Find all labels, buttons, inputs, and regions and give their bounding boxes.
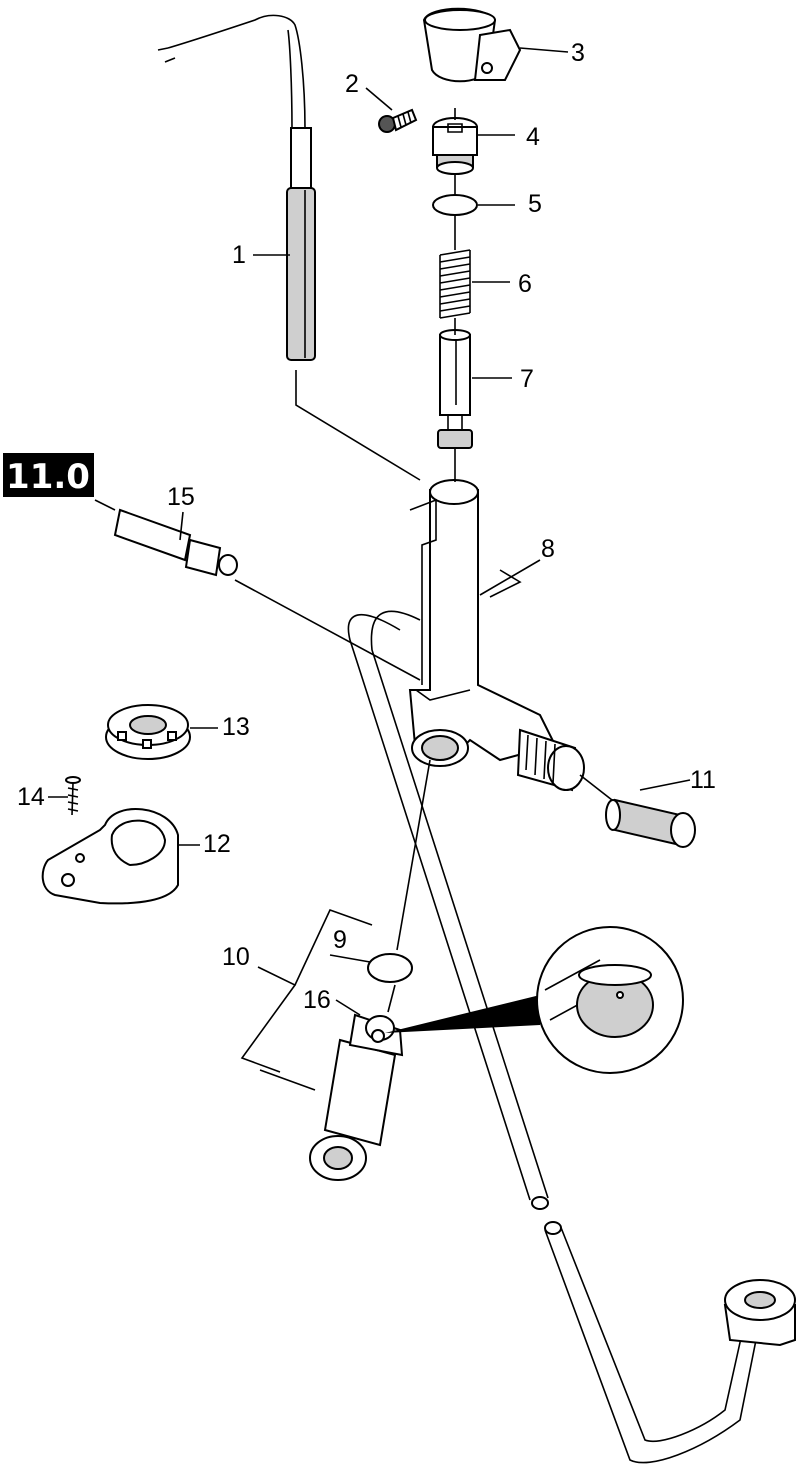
callout-7: 7 xyxy=(520,365,534,393)
part-11-filter xyxy=(605,798,696,848)
callout-2: 2 xyxy=(345,70,359,98)
callout-15: 15 xyxy=(167,483,195,511)
callout-9: 9 xyxy=(333,926,347,954)
callout-4: 4 xyxy=(526,123,540,151)
part-6-spring xyxy=(439,249,471,319)
callout-13: 13 xyxy=(222,713,250,741)
callout-3: 3 xyxy=(571,39,585,67)
section-badge: 11.0 xyxy=(3,453,94,497)
part-14-screw xyxy=(65,776,81,816)
callout-16: 16 xyxy=(303,986,331,1014)
detail-magnifier xyxy=(385,926,684,1074)
callout-11: 11 xyxy=(690,766,716,794)
callout-12: 12 xyxy=(203,830,231,858)
part-3-clamp xyxy=(422,7,522,83)
part-2-screw xyxy=(378,108,418,133)
callout-6: 6 xyxy=(518,270,532,298)
long-hose xyxy=(347,610,761,1464)
part-15-sensor-connector xyxy=(113,508,238,577)
part-5-o-ring xyxy=(432,194,478,216)
callout-10: 10 xyxy=(222,943,250,971)
hose-end-fitting xyxy=(723,1279,796,1347)
part-8-valve-body xyxy=(408,479,585,792)
part-9-o-ring xyxy=(367,953,413,983)
part-12-bracket xyxy=(41,808,179,905)
part-10-cartridge xyxy=(309,1013,404,1181)
callout-8: 8 xyxy=(541,535,555,563)
leader-lines xyxy=(48,47,691,1091)
part-7-piston xyxy=(437,329,473,449)
callout-labels: 1 2 3 4 5 6 7 8 9 10 11 12 13 14 15 16 xyxy=(17,39,716,1014)
part-1-temperature-sensor xyxy=(157,14,316,361)
part-4-valve-plug xyxy=(432,117,478,175)
callout-5: 5 xyxy=(528,190,542,218)
section-badge-label: 11.0 xyxy=(6,457,90,497)
callout-1: 1 xyxy=(232,241,246,269)
callout-14: 14 xyxy=(17,783,45,811)
part-13-castle-nut xyxy=(105,704,191,760)
